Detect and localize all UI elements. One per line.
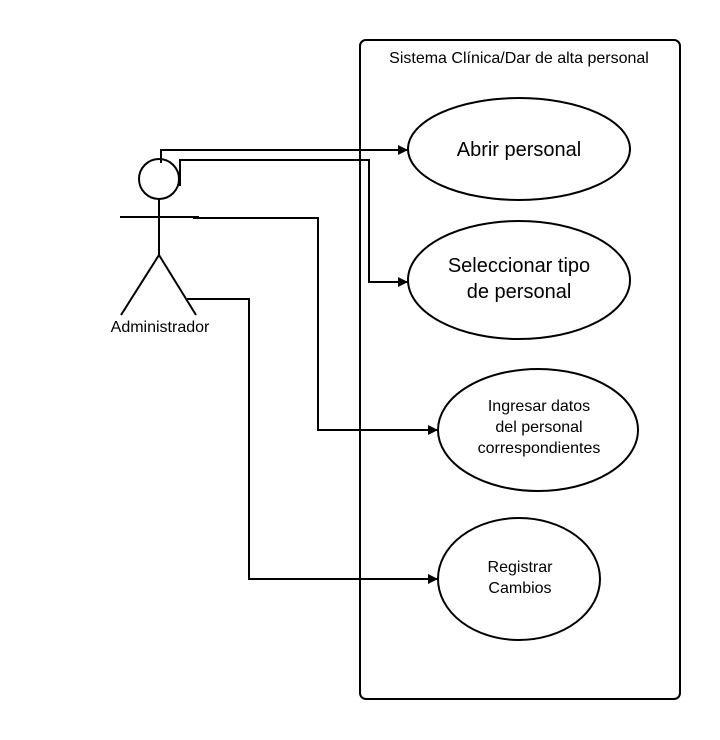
system-boundary[interactable] <box>359 39 681 700</box>
use-case-seleccionar-tipo[interactable]: Seleccionar tipo de personal <box>407 220 631 340</box>
use-case-shape <box>437 368 639 492</box>
use-case-registrar-cambios[interactable]: Registrar Cambios <box>437 517 601 641</box>
actor-head <box>138 158 180 200</box>
actor-administrador[interactable]: Administrador <box>111 158 210 336</box>
use-case-shape <box>407 220 631 340</box>
use-case-ingresar-datos[interactable]: Ingresar datos del personal correspondie… <box>437 368 639 492</box>
connector-ingresar-datos[interactable] <box>193 217 438 435</box>
use-case-shape <box>407 97 631 201</box>
use-case-label: Cambios <box>488 580 551 597</box>
actor-name: Administrador <box>111 319 210 336</box>
connector-seleccionar-tipo[interactable] <box>179 159 408 287</box>
system-title: Sistema Clínica/Dar de alta personal <box>389 50 649 67</box>
use-case-label: Registrar <box>488 559 554 576</box>
use-case-label: Seleccionar tipo <box>448 255 590 277</box>
connector-registrar-cambios[interactable] <box>187 298 438 584</box>
connector-abrir-personal[interactable] <box>160 145 408 163</box>
use-case-shape <box>437 517 601 641</box>
use-case-label: del personal <box>495 419 582 436</box>
actor-left-leg <box>120 254 160 316</box>
use-case-abrir-personal[interactable]: Abrir personal <box>407 97 631 201</box>
use-case-label: correspondientes <box>478 440 601 457</box>
use-case-label: Abrir personal <box>457 139 582 161</box>
actor-right-leg <box>158 254 197 316</box>
use-case-label: de personal <box>467 281 572 303</box>
use-case-label: Ingresar datos <box>488 398 590 415</box>
